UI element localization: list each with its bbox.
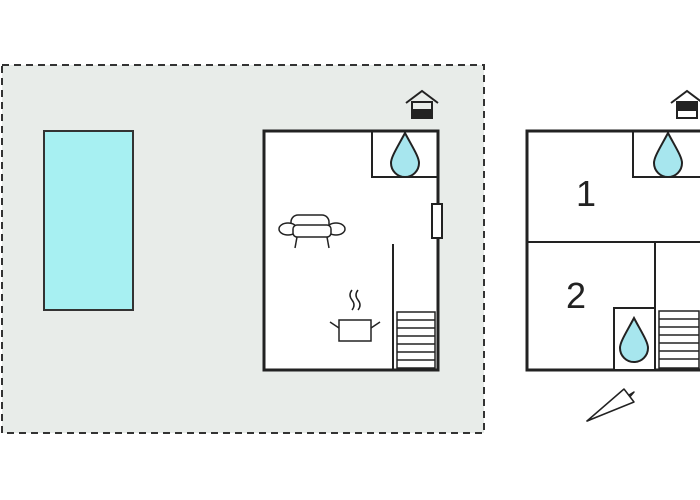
stairs-icon: [396, 311, 436, 369]
upper-floor-bathroom-wall: [632, 131, 700, 178]
water-drop-icon: [389, 130, 421, 178]
upper-floor: 1 2: [525, 129, 700, 372]
sofa-icon: [278, 214, 346, 249]
room-2-label: 2: [566, 275, 586, 316]
ground-floor-bathroom-wall: [371, 131, 438, 178]
house-ground-floor-icon: [405, 89, 439, 119]
house-upper-floor-icon: [670, 89, 700, 119]
cooking-pot-icon: [329, 289, 381, 342]
north-arrow-body: [586, 388, 635, 422]
water-drop-icon: [652, 130, 684, 178]
stairs-icon: [658, 310, 700, 369]
ground-floor: [262, 129, 443, 372]
window: [431, 203, 443, 239]
water-drop-icon: [618, 315, 650, 363]
room-1-label: 1: [576, 173, 596, 214]
swimming-pool: [43, 130, 134, 311]
